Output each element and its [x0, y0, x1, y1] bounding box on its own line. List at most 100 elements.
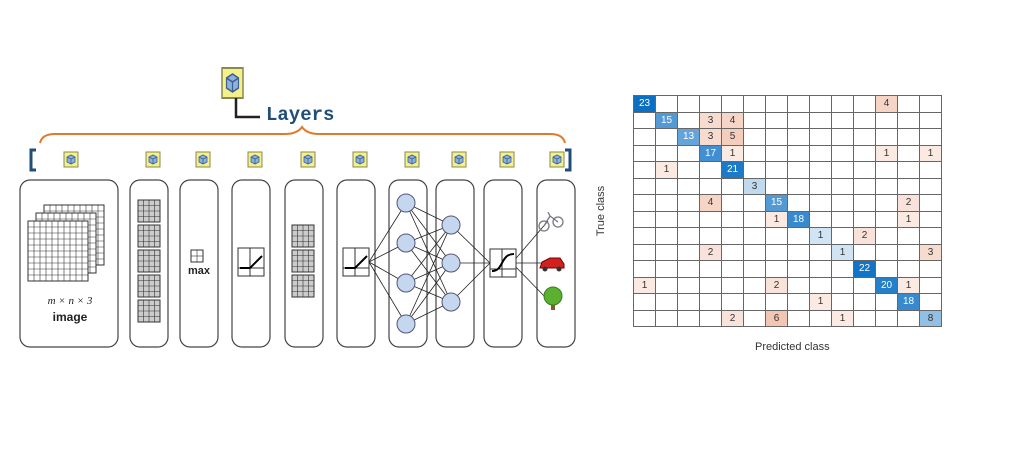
layer-cube-icon — [404, 151, 420, 168]
matrix-cell — [875, 309, 898, 327]
matrix-cell — [743, 194, 766, 212]
layer-panel — [231, 179, 271, 348]
y-axis-label: True class — [595, 185, 608, 237]
grid-icon — [27, 220, 89, 282]
matrix-cell — [721, 227, 744, 245]
matrix-cell — [743, 243, 766, 261]
matrix-cell — [787, 260, 810, 278]
matrix-cell — [721, 95, 744, 113]
neuron — [441, 292, 461, 312]
grid-icon — [137, 224, 161, 248]
matrix-cell — [765, 111, 788, 129]
matrix-cell — [831, 144, 854, 162]
grid-icon — [291, 224, 315, 248]
matrix-cell — [743, 144, 766, 162]
matrix-cell — [633, 243, 656, 261]
matrix-cell — [787, 128, 810, 146]
matrix-cell — [721, 276, 744, 294]
matrix-cell — [633, 128, 656, 146]
matrix-cell — [677, 194, 700, 212]
neuron — [396, 273, 416, 293]
input-dims-label: m × n × 3 — [47, 295, 93, 307]
matrix-cell — [699, 293, 722, 311]
matrix-cell — [853, 309, 876, 327]
matrix-cell — [809, 260, 832, 278]
matrix-cell: 1 — [809, 293, 832, 311]
matrix-cell — [919, 260, 942, 278]
matrix-cell: 1 — [809, 227, 832, 245]
grid-icon — [137, 199, 161, 223]
layer-panel — [129, 179, 169, 348]
matrix-cell — [655, 144, 678, 162]
matrix-cell — [875, 293, 898, 311]
layer-panel — [284, 179, 324, 348]
matrix-cell — [831, 128, 854, 146]
matrix-cell — [897, 144, 920, 162]
matrix-cell: 2 — [897, 194, 920, 212]
matrix-cell — [787, 276, 810, 294]
neuron — [396, 314, 416, 334]
matrix-cell: 15 — [655, 111, 678, 129]
matrix-cell — [655, 243, 678, 261]
matrix-cell — [765, 260, 788, 278]
matrix-cell — [831, 227, 854, 245]
matrix-cell — [787, 95, 810, 113]
matrix-cell: 4 — [721, 111, 744, 129]
layer-cube-icon — [549, 151, 565, 168]
matrix-cell — [699, 276, 722, 294]
matrix-cell — [853, 95, 876, 113]
matrix-cell — [677, 111, 700, 129]
matrix-cell: 1 — [831, 309, 854, 327]
matrix-cell: 2 — [721, 309, 744, 327]
matrix-cell — [875, 111, 898, 129]
matrix-cell — [787, 177, 810, 195]
grid-icon — [137, 274, 161, 298]
matrix-cell — [655, 227, 678, 245]
matrix-cell — [897, 128, 920, 146]
matrix-cell — [743, 111, 766, 129]
matrix-cell — [853, 128, 876, 146]
matrix-cell: 2 — [853, 227, 876, 245]
matrix-cell — [721, 194, 744, 212]
layer-panel — [336, 179, 376, 348]
matrix-cell — [699, 227, 722, 245]
matrix-cell — [787, 144, 810, 162]
matrix-cell — [875, 177, 898, 195]
matrix-cell — [897, 111, 920, 129]
matrix-cell — [897, 227, 920, 245]
matrix-cell — [743, 309, 766, 327]
matrix-cell — [831, 210, 854, 228]
matrix-cell — [655, 177, 678, 195]
matrix-cell — [853, 194, 876, 212]
matrix-cell — [633, 194, 656, 212]
layer-panel — [19, 179, 119, 348]
matrix-cell — [787, 243, 810, 261]
matrix-cell: 17 — [699, 144, 722, 162]
matrix-cell — [765, 243, 788, 261]
matrix-cell — [875, 243, 898, 261]
bicycle-icon — [538, 211, 564, 232]
matrix-cell — [875, 194, 898, 212]
matrix-cell — [919, 210, 942, 228]
matrix-cell — [677, 309, 700, 327]
matrix-cell — [831, 194, 854, 212]
left-bracket — [29, 148, 36, 172]
layer-cube-icon — [352, 151, 368, 168]
matrix-cell: 22 — [853, 260, 876, 278]
matrix-cell: 1 — [721, 144, 744, 162]
matrix-cell: 15 — [765, 194, 788, 212]
matrix-cell — [875, 260, 898, 278]
matrix-cell: 4 — [875, 95, 898, 113]
cnn-layer-diagram — [19, 67, 576, 348]
matrix-cell: 2 — [699, 243, 722, 261]
matrix-cell — [787, 161, 810, 179]
layer-panel — [483, 179, 523, 348]
matrix-cell — [809, 177, 832, 195]
matrix-cell: 1 — [655, 161, 678, 179]
matrix-cell — [853, 210, 876, 228]
matrix-cell — [677, 243, 700, 261]
